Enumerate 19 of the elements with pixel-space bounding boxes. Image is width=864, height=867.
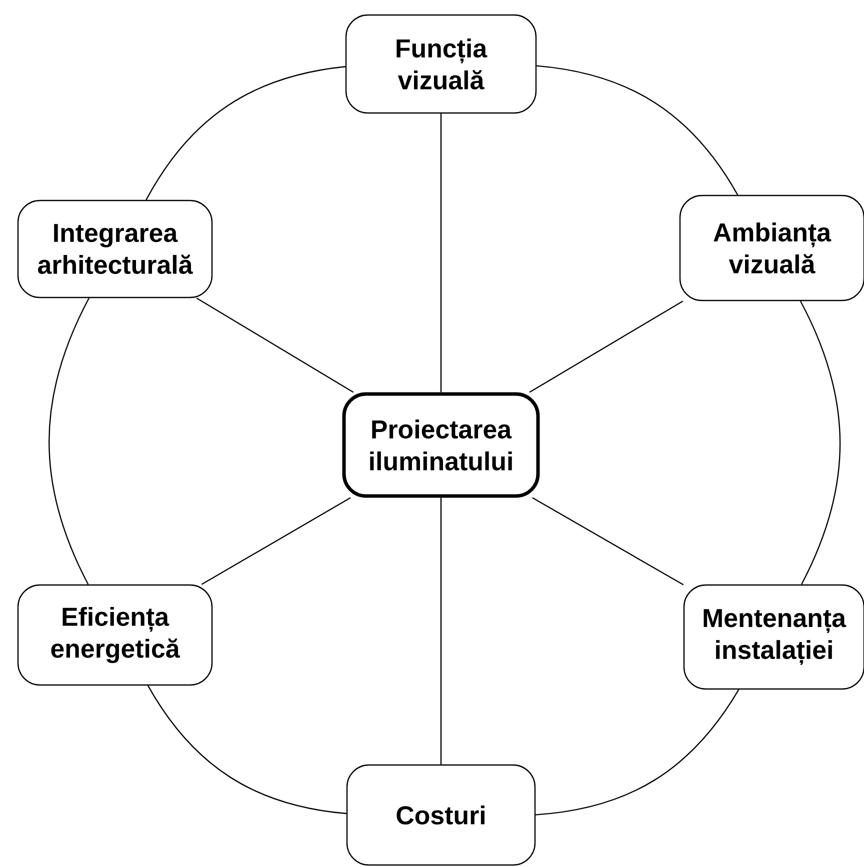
ring-line	[536, 65, 738, 196]
spoke-line	[532, 497, 684, 586]
central-box: Proiectarea iluminatului	[342, 392, 540, 498]
ring-line	[147, 685, 346, 814]
ring-line	[536, 689, 740, 816]
ring-line	[800, 300, 841, 585]
spoke-line	[529, 300, 684, 393]
rounded-box: Ambianța vizuală	[679, 194, 864, 302]
rounded-box: Costuri	[346, 764, 536, 866]
rounded-box: Mentenanța instalației	[683, 584, 864, 690]
rounded-box: Eficiența energetică	[17, 584, 213, 686]
spoke-line	[196, 298, 354, 393]
spoke-line	[440, 114, 442, 392]
rounded-box: Integrarea arhitecturală	[17, 200, 213, 298]
spoke-line	[440, 498, 442, 764]
ring-line	[146, 66, 346, 200]
rounded-box: Funcția vizuală	[345, 14, 537, 114]
ring-line	[48, 298, 90, 585]
spoke-line	[201, 497, 351, 585]
